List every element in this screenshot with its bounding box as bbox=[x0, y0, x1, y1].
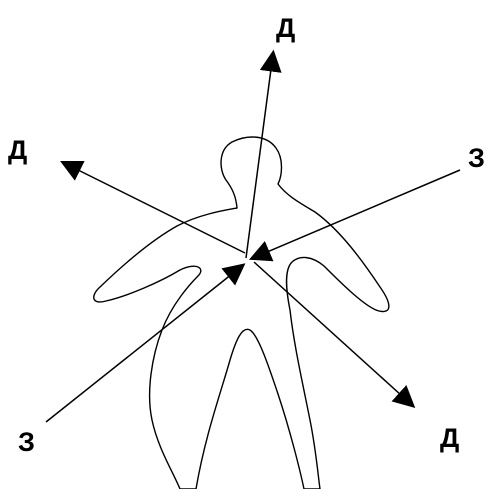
arrow-left bbox=[64, 163, 245, 253]
label-left: Д bbox=[8, 137, 27, 164]
arrow-bottom-left-incoming bbox=[46, 266, 242, 422]
label-bottom-left: З bbox=[18, 429, 35, 456]
figure-outline bbox=[94, 137, 389, 489]
arrow-right-incoming bbox=[253, 170, 460, 258]
arrow-top bbox=[246, 54, 273, 258]
label-bottom-right: Д bbox=[440, 425, 459, 452]
arrow-bottom-right bbox=[254, 262, 412, 405]
label-right: З bbox=[468, 145, 485, 172]
label-top: Д bbox=[276, 15, 295, 42]
